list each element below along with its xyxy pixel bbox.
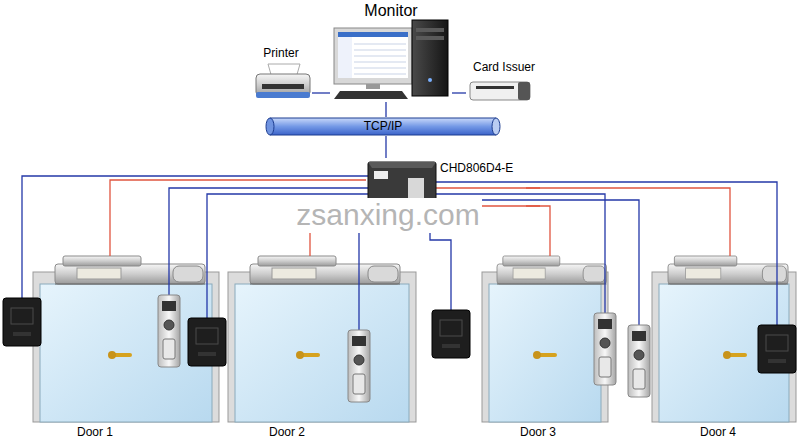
wire [452, 92, 466, 93]
wire [526, 188, 730, 256]
card-reader [432, 310, 470, 358]
computer-illustration [412, 20, 448, 96]
door-illustration [533, 351, 541, 359]
door-illustration [55, 256, 205, 284]
network-pipe [270, 135, 496, 136]
network-pipe [270, 118, 496, 119]
door: Door 2 [228, 256, 416, 444]
computer-illustration [354, 62, 406, 63]
computer-illustration [366, 84, 380, 89]
node-label: Printer [263, 47, 298, 61]
door-illustration [228, 272, 416, 422]
exit-button [158, 295, 180, 367]
node-label: Card Issuer [473, 61, 535, 75]
node-label: Monitor [364, 2, 417, 20]
door-illustration [668, 256, 788, 284]
signal-wire [436, 182, 777, 325]
wire [385, 102, 386, 117]
computer-illustration [338, 37, 352, 78]
network-pipe [266, 118, 500, 135]
card-reader [758, 325, 796, 373]
card-reader [3, 298, 796, 373]
wire [312, 92, 330, 93]
computer-illustration [338, 32, 408, 37]
computer-illustration [428, 78, 432, 82]
node-label: Door 4 [700, 426, 736, 440]
card-issuer-illustration [476, 86, 514, 89]
wire [526, 206, 550, 256]
computer: Monitor [330, 0, 452, 102]
node-label: TCP/IP [364, 120, 403, 134]
network-bus: TCP/IP [266, 117, 500, 136]
door-illustration [723, 351, 731, 359]
node-label: Door 1 [77, 426, 113, 440]
card-reader [188, 318, 226, 366]
printer-illustration [262, 84, 304, 89]
computer-illustration [354, 44, 406, 45]
watermark: zsanxing.com [294, 198, 481, 233]
computer-illustration [354, 74, 406, 75]
exit-button [594, 313, 616, 385]
door: Door 3 [482, 256, 608, 444]
network-pipe [266, 118, 274, 135]
computer-illustration [416, 36, 444, 40]
computer-illustration [334, 91, 408, 99]
computer-illustration [354, 50, 406, 51]
node-label: Door 3 [520, 426, 556, 440]
door-illustration [497, 256, 607, 284]
computer-illustration [354, 56, 406, 57]
door-illustration [108, 351, 116, 359]
door-illustration [489, 284, 601, 422]
door-illustration [250, 256, 400, 284]
door-illustration [33, 256, 796, 422]
door-illustration [652, 272, 796, 422]
node-label: Door 2 [269, 426, 305, 440]
exit-button [348, 330, 370, 402]
computer-illustration [354, 68, 406, 69]
door: Door 4 [652, 256, 798, 444]
signal-wire [436, 187, 540, 188]
computer-illustration [334, 28, 412, 84]
controller-illustration [374, 171, 388, 179]
card-issuer: Card Issuer [466, 60, 542, 104]
door-illustration [40, 284, 212, 422]
exit-button [628, 325, 650, 397]
computer-illustration [338, 32, 408, 78]
card-reader [3, 298, 41, 346]
computer-illustration [334, 20, 448, 99]
card-issuer-illustration [470, 82, 530, 100]
card-issuer-illustration [470, 82, 530, 100]
printer-illustration [256, 92, 310, 98]
door: Door 1 [30, 256, 222, 444]
door-illustration [235, 284, 409, 422]
printer-illustration [256, 64, 310, 98]
computer-illustration [416, 28, 444, 32]
controller-illustration [368, 162, 436, 168]
computer-illustration [354, 44, 406, 74]
network-pipe [270, 118, 496, 135]
exit-button [158, 295, 650, 402]
node-label: CHD806D4-E [440, 162, 513, 176]
door-illustration [296, 351, 304, 359]
signal-wire [22, 176, 777, 330]
wire [385, 136, 386, 158]
card-issuer-illustration [518, 82, 530, 100]
door-illustration [482, 272, 608, 422]
network-pipe [492, 118, 500, 135]
printer: Printer [250, 46, 312, 104]
